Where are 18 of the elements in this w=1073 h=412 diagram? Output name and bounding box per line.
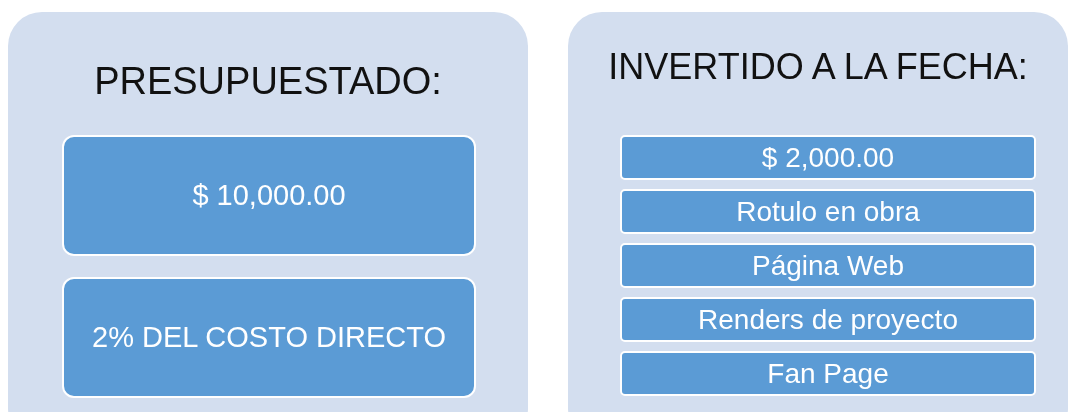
value-box <box>62 135 476 256</box>
box-text: Fan Page <box>767 357 889 390</box>
box-text: Renders de proyecto <box>698 303 958 336</box>
panel-heading: PRESUPUESTADO: <box>93 60 443 103</box>
box-text: 2% DEL COSTO DIRECTO <box>92 321 446 354</box>
value-box <box>620 351 1036 396</box>
panel-heading: INVERTIDO A LA FECHA: <box>607 46 1029 88</box>
box-text: Página Web <box>752 249 904 282</box>
value-box <box>620 243 1036 288</box>
panel-card <box>8 12 528 412</box>
value-box <box>62 277 476 398</box>
box-text: Rotulo en obra <box>736 195 920 228</box>
panel-card <box>568 12 1068 412</box>
value-box <box>620 135 1036 180</box>
box-text: $ 2,000.00 <box>761 141 895 174</box>
value-box <box>620 297 1036 342</box>
value-box <box>620 189 1036 234</box>
box-text: $ 10,000.00 <box>192 179 346 212</box>
